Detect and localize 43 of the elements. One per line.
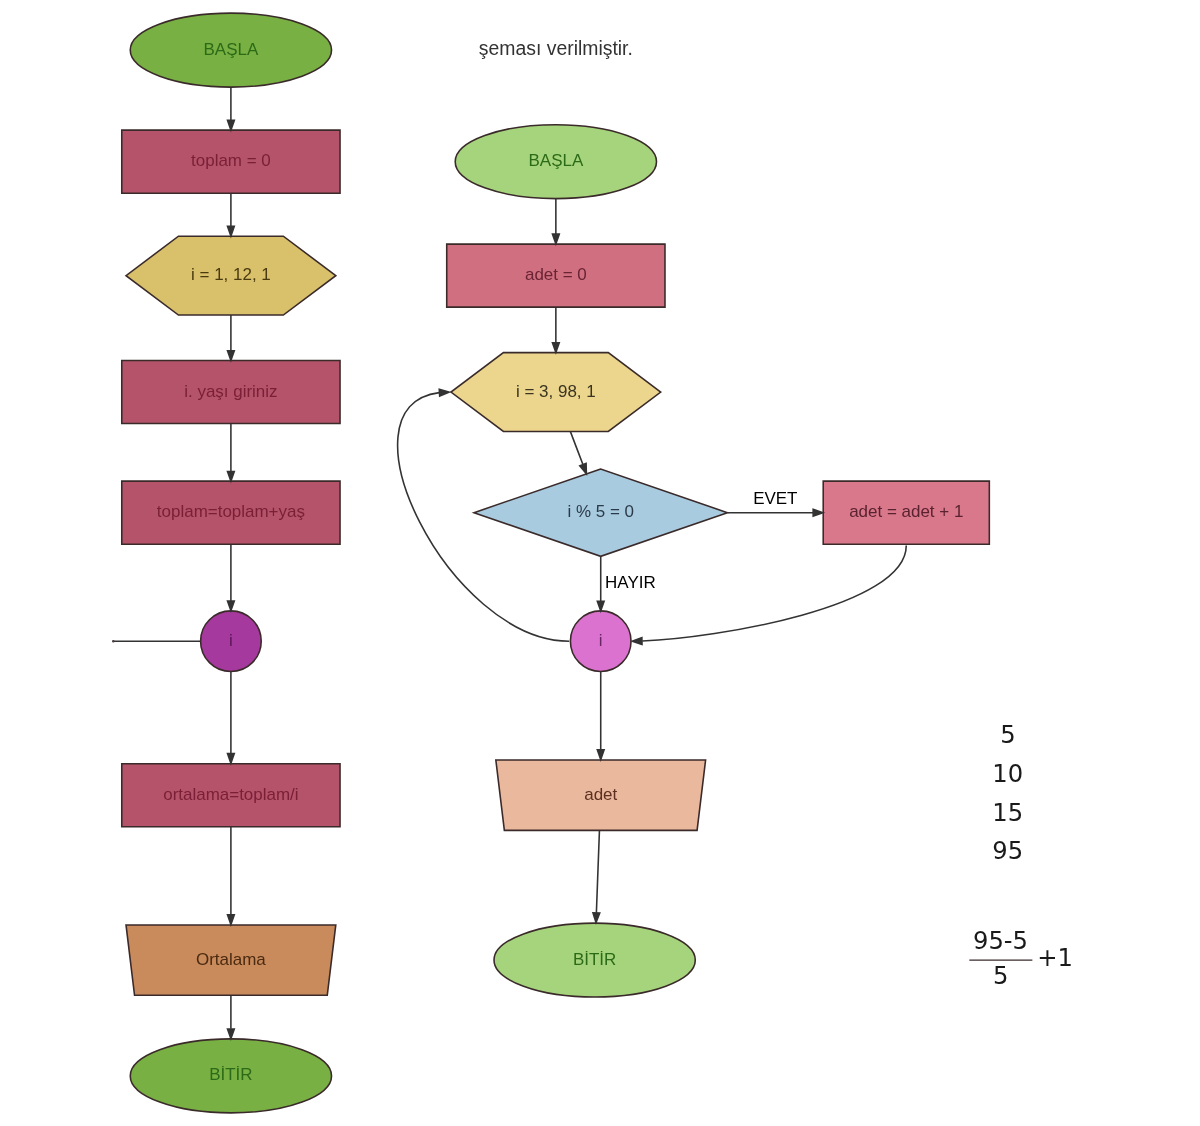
label: 95: [991, 836, 1023, 866]
node-circle: i: [569, 610, 632, 673]
label: şeması verilmiştir.: [478, 36, 633, 59]
label: 5: [992, 961, 1008, 991]
arrow: [225, 670, 235, 766]
arrow: [629, 544, 907, 646]
arrow: [595, 555, 605, 614]
label: 15: [991, 797, 1023, 827]
node-circle: i: [199, 610, 262, 673]
arrow: [550, 306, 560, 355]
arrow: [225, 86, 235, 133]
arrow: [225, 314, 235, 363]
arrow: [569, 430, 587, 476]
arrow: [225, 192, 235, 239]
node-box: toplam = 0: [120, 129, 341, 194]
label: +1: [1036, 943, 1073, 973]
label: 5: [999, 720, 1016, 750]
arrow: [595, 670, 605, 762]
node-ellipse: BİTİR: [128, 1038, 332, 1114]
label: 95-5: [972, 926, 1028, 956]
node-ellipse: BAŞLA: [453, 123, 657, 200]
node-box: adet: [494, 759, 706, 832]
node-box: adet = adet + 1: [821, 480, 990, 545]
connector: [112, 640, 201, 642]
node-box: toplam=toplam+yaş: [120, 480, 341, 545]
node-diamond: i % 5 = 0: [471, 468, 730, 558]
edge-label: HAYIR: [604, 573, 656, 593]
node-ellipse: BİTİR: [492, 922, 696, 998]
arrow: [726, 508, 825, 518]
arrow: [225, 994, 235, 1042]
node-box: ortalama=toplam/i: [120, 762, 341, 828]
node-ellipse: BAŞLA: [128, 12, 332, 88]
arrow: [225, 543, 235, 613]
node-box: adet = 0: [445, 243, 666, 308]
arrow: [396, 388, 570, 642]
arrow: [225, 422, 235, 484]
arrow: [225, 826, 235, 927]
node-box: i. yaşı giriniz: [120, 359, 341, 425]
arrow: [550, 198, 560, 247]
arrow: [591, 829, 601, 925]
edge-label: EVET: [752, 489, 797, 509]
node-box: Ortalama: [124, 924, 337, 997]
label: 10: [991, 758, 1023, 788]
